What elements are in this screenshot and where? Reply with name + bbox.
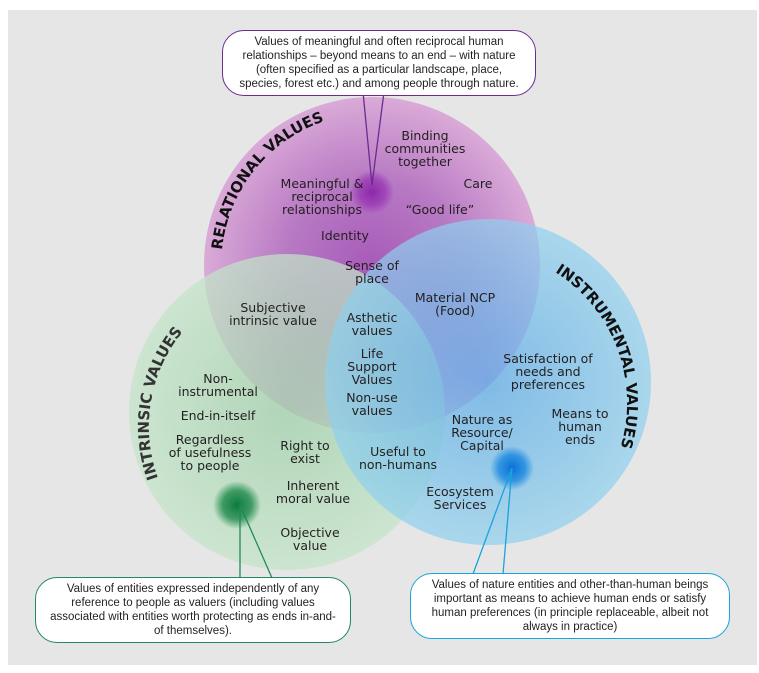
intrinsic-callout: Values of entities expressed independent… (35, 577, 351, 643)
intrinsic-pointer (239, 504, 273, 579)
intrinsic-dot (213, 481, 261, 529)
instrumental-callout: Values of nature entities and other-than… (410, 573, 730, 639)
label-material: Material NCP(Food) (415, 290, 496, 318)
label-identity: Identity (321, 228, 370, 243)
instrumental-circle (325, 219, 651, 545)
label-non-instrumental: Non-instrumental (178, 371, 258, 399)
label-good-life: “Good life” (406, 202, 474, 217)
label-end-in-itself: End-in-itself (181, 408, 256, 423)
instrumental-pointer (472, 467, 513, 575)
relational-pointer (362, 91, 385, 186)
label-care: Care (464, 176, 493, 191)
relational-callout: Values of meaningful and often reciproca… (222, 30, 536, 96)
relational-dot (350, 170, 394, 214)
